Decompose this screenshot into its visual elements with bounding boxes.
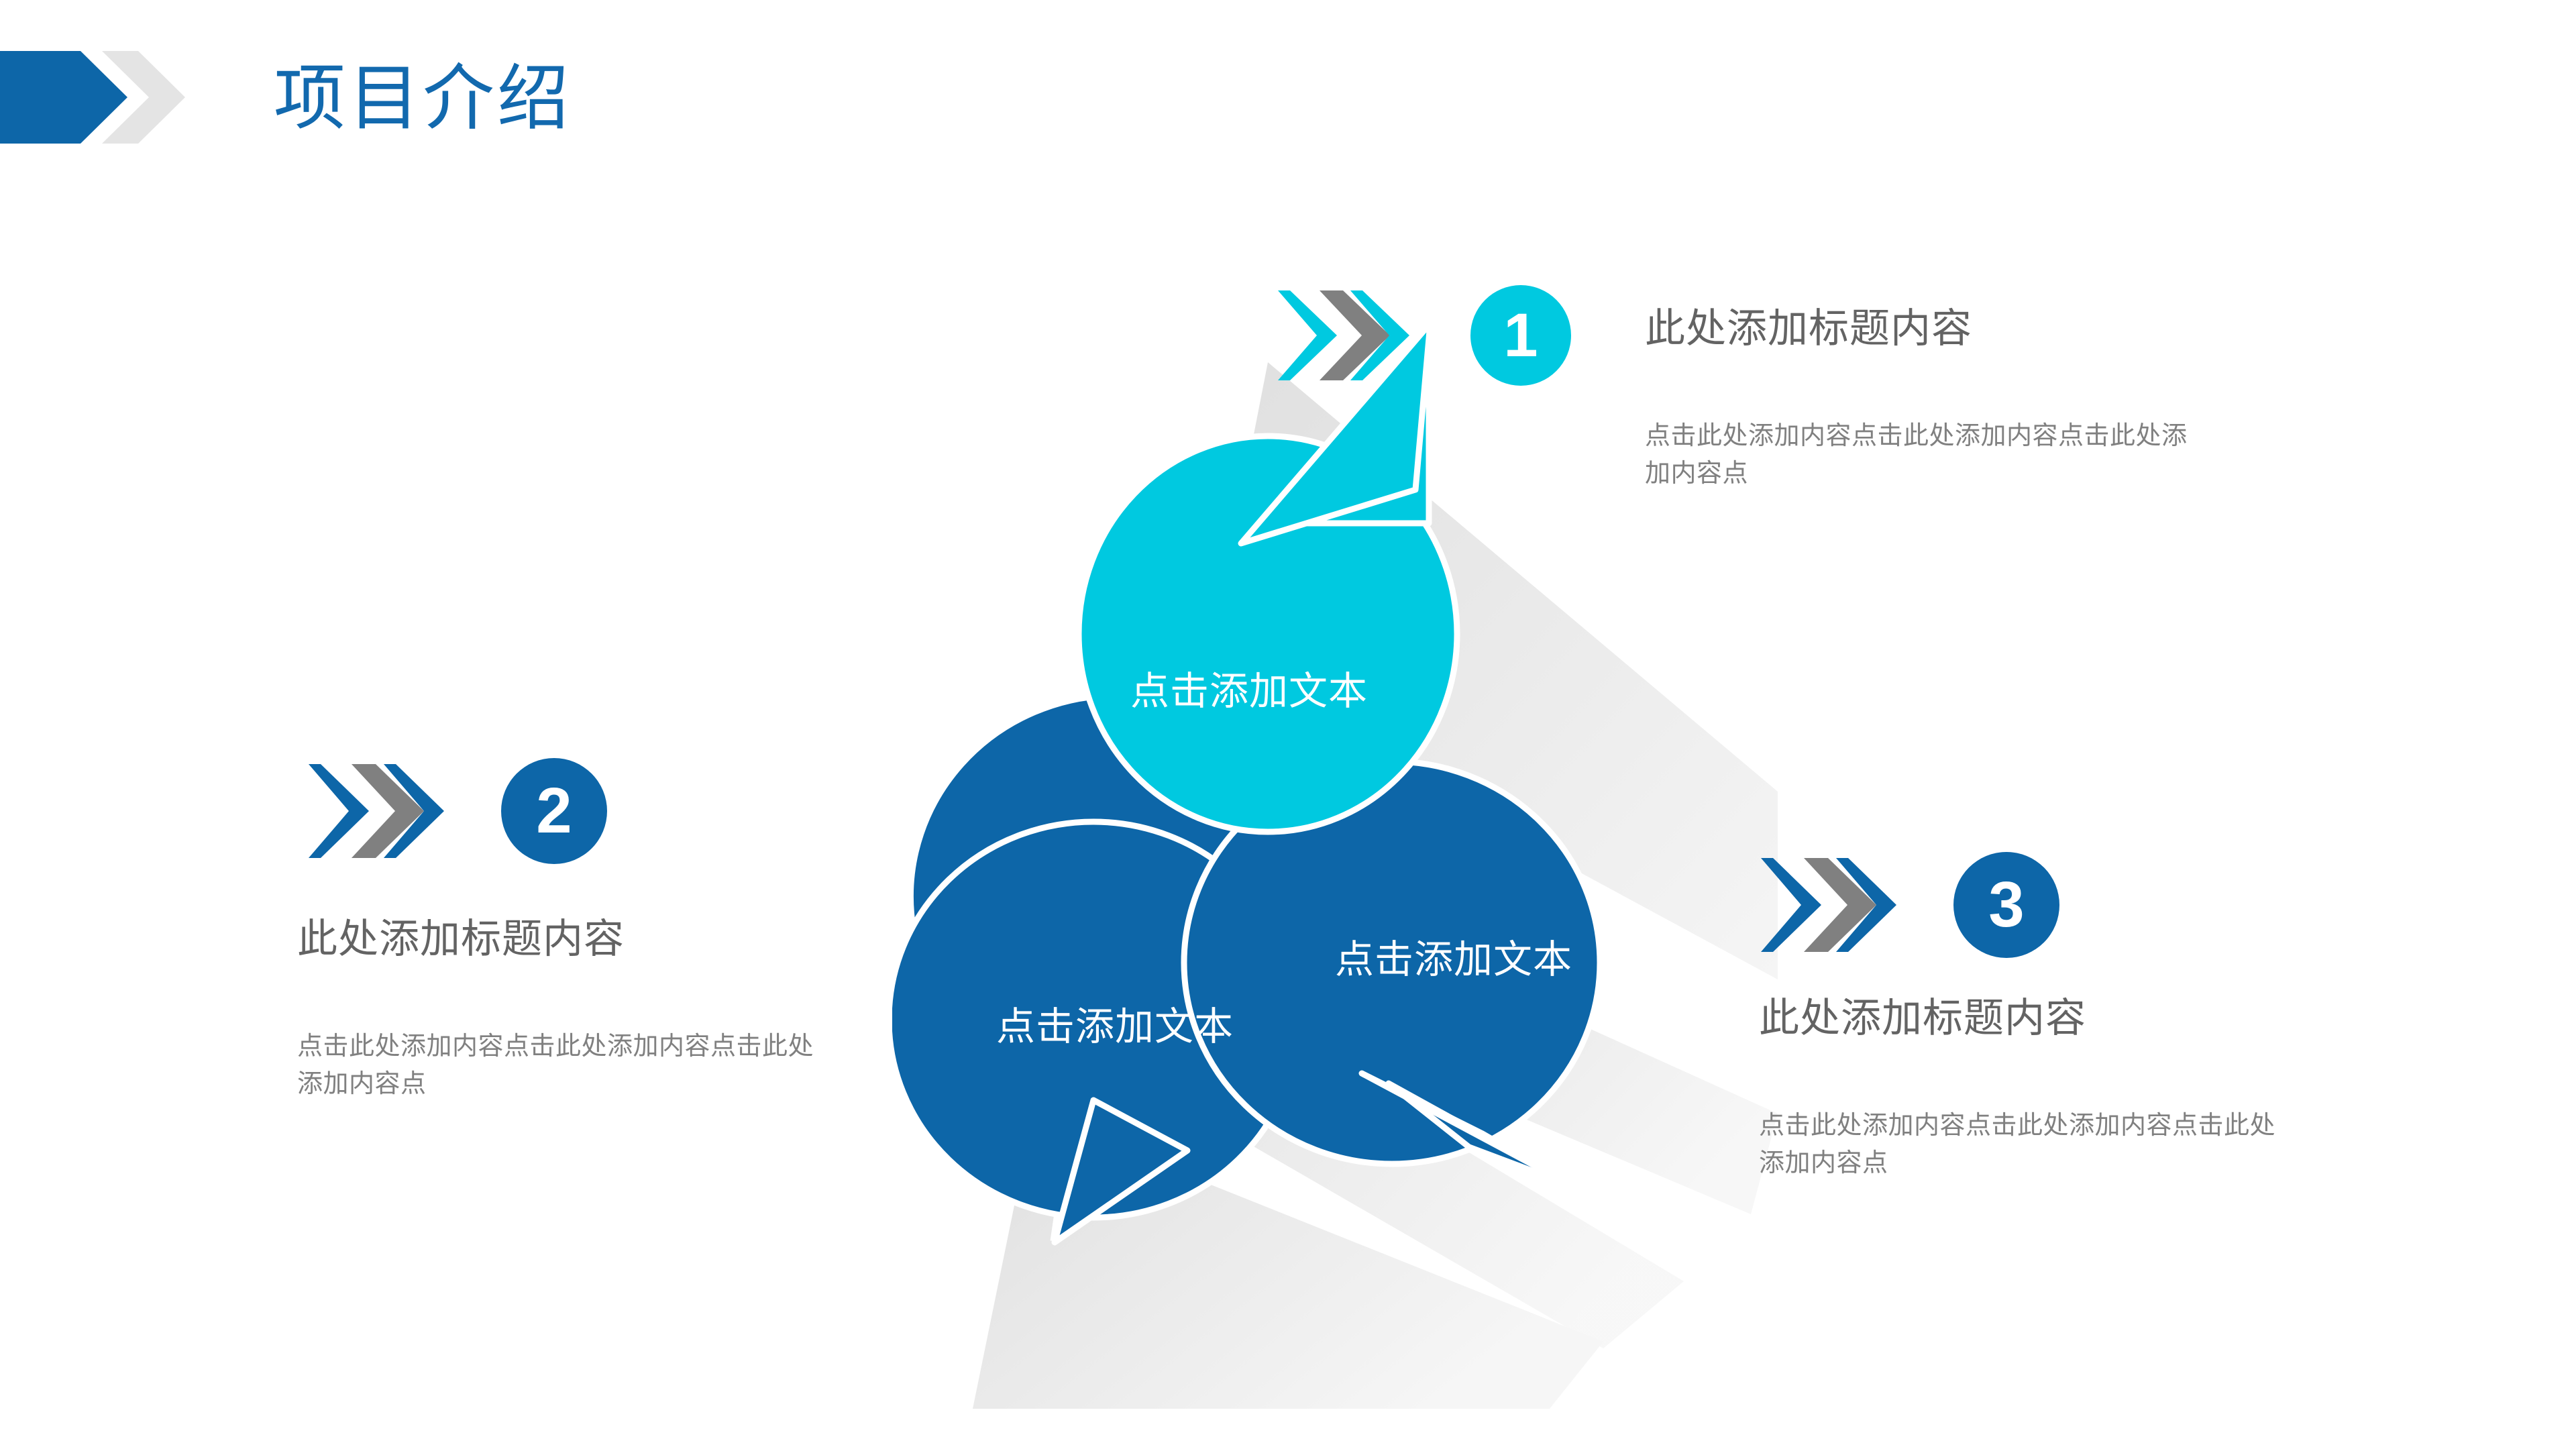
marker-item-1[interactable]: 1	[1278, 285, 1571, 386]
item-2-title: 此处添加标题内容	[297, 916, 625, 961]
item-1-title: 此处添加标题内容	[1645, 306, 1972, 351]
marker-number-3: 3	[1988, 869, 2025, 941]
speech-bubble-cluster	[892, 322, 1778, 1409]
bubble-label-right: 点击添加文本	[1335, 938, 1573, 981]
triple-chevron-icon-1	[1278, 290, 1409, 380]
bubble-top[interactable]	[1075, 322, 1460, 835]
banner-blue-arrow-shape	[0, 51, 127, 144]
marker-number-circle-1: 1	[1470, 285, 1571, 386]
marker-number-1: 1	[1503, 301, 1538, 370]
banner-gray-chevron-shape	[102, 51, 185, 144]
page-title: 项目介绍	[274, 58, 572, 138]
item-2-body: 点击此处添加内容点击此处添加内容点击此处添加内容点	[297, 1032, 814, 1098]
header-banner-arrow	[0, 40, 228, 154]
item-1-body: 点击此处添加内容点击此处添加内容点击此处添加内容点	[1645, 422, 2188, 488]
marker-number-circle-3: 3	[1953, 852, 2059, 958]
marker-number-circle-2: 2	[501, 758, 607, 864]
item-3-title: 此处添加标题内容	[1759, 996, 2086, 1040]
bubble-label-top: 点击添加文本	[1130, 669, 1368, 713]
marker-item-3[interactable]: 3	[1761, 852, 2059, 958]
bubble-label-left: 点击添加文本	[996, 1005, 1234, 1049]
bubble-right[interactable]	[1181, 758, 1603, 1192]
marker-item-2[interactable]: 2	[309, 758, 607, 864]
marker-number-2: 2	[536, 775, 572, 847]
triple-chevron-icon-3	[1761, 858, 1896, 952]
item-3-body: 点击此处添加内容点击此处添加内容点击此处添加内容点	[1759, 1112, 2276, 1177]
triple-chevron-icon-2	[309, 764, 444, 858]
